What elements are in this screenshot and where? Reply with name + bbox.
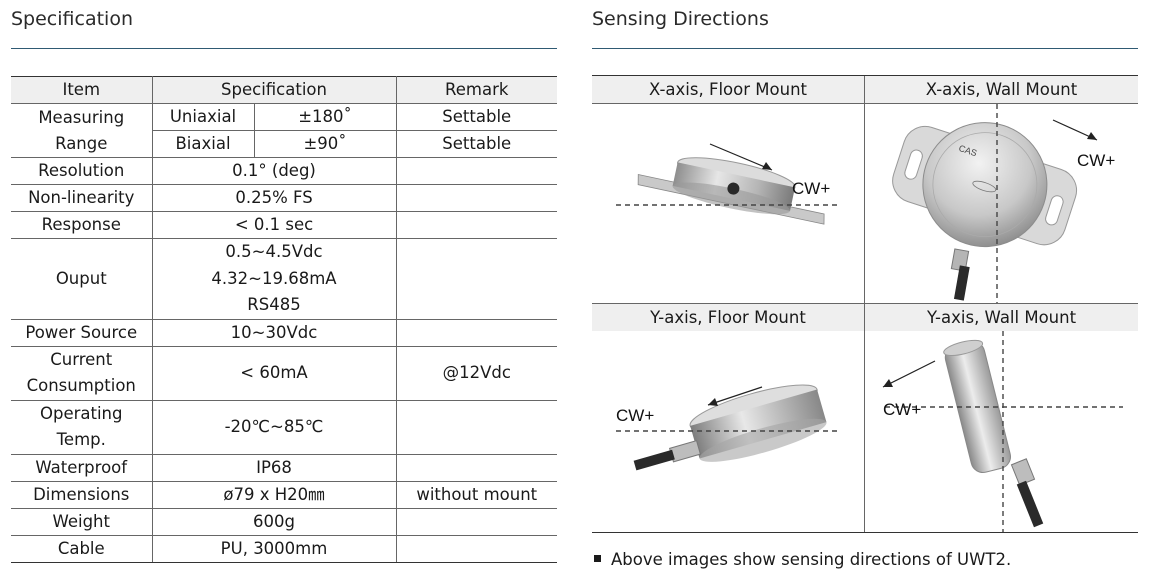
row-item: Cable <box>11 534 153 563</box>
row-item: Current Consumption <box>11 345 153 401</box>
row-spec: PU, 3000mm <box>151 534 397 563</box>
sensing-grid: X-axis, Floor Mount <box>592 75 1138 533</box>
item-line: Consumption <box>26 376 136 395</box>
row-spec: ø79 x H20㎜ <box>151 480 397 509</box>
row-item: Power Source <box>11 318 153 347</box>
row-spec: < 0.1 sec <box>151 211 397 239</box>
grid-vertical-divider <box>864 76 865 532</box>
biaxial-value: ±90˚ <box>253 130 397 158</box>
item-line: Operating <box>40 404 123 423</box>
table-row: Waterproof IP68 <box>11 453 557 482</box>
uniaxial-value: ±180˚ <box>253 103 397 131</box>
row-item: Resolution <box>11 157 153 185</box>
table-header-row: Item Specification Remark <box>11 76 557 104</box>
row-remark <box>395 534 557 563</box>
table-row: Power Source 10~30Vdc <box>11 318 557 347</box>
item-line: Temp. <box>56 430 106 449</box>
table-row: Operating Temp. -20℃~85℃ <box>11 399 557 455</box>
table-row: Measuring Range Uniaxial ±180˚ Settable <box>11 103 557 158</box>
row-spec: -20℃~85℃ <box>151 399 397 455</box>
row-item: Response <box>11 211 153 239</box>
row-remark <box>395 453 557 482</box>
sensing-note: Above images show sensing directions of … <box>594 550 1011 569</box>
item-line: Current <box>50 350 113 369</box>
spec-title: Specification <box>11 8 133 30</box>
grid-divider <box>592 303 1138 304</box>
row-remark <box>395 399 557 455</box>
row-item: Non-linearity <box>11 184 153 212</box>
table-row: Ouput 0.5~4.5Vdc 4.32~19.68mA RS485 <box>11 238 557 320</box>
note-text: Above images show sensing directions of … <box>611 550 1012 569</box>
x-floor-illustration: CW+ <box>592 104 864 303</box>
panel-label: Y-axis, Wall Mount <box>865 304 1138 331</box>
sensing-title: Sensing Directions <box>592 8 769 30</box>
row-item: Waterproof <box>11 453 153 482</box>
header-remark: Remark <box>395 76 557 104</box>
cw-label: CW+ <box>883 400 921 419</box>
output-line: 4.32~19.68mA <box>211 268 337 288</box>
panel-y-floor: Y-axis, Floor Mount <box>592 304 864 532</box>
row-spec: 10~30Vdc <box>151 318 397 347</box>
table-row: Weight 600g <box>11 507 557 536</box>
output-line: 0.5~4.5Vdc <box>225 242 323 261</box>
output-line: RS485 <box>247 295 301 314</box>
row-remark <box>395 318 557 347</box>
uniaxial-label: Uniaxial <box>151 103 255 131</box>
row-remark <box>395 157 557 185</box>
row-remark <box>395 211 557 239</box>
panel-label: X-axis, Floor Mount <box>592 76 864 103</box>
row-remark <box>395 238 557 320</box>
grid-divider <box>592 103 1138 104</box>
table-row: Resolution 0.1° (deg) <box>11 157 557 185</box>
row-remark: without mount <box>395 480 557 509</box>
spec-title-rule <box>11 48 557 49</box>
panel-x-wall: X-axis, Wall Mount CAS <box>865 76 1138 303</box>
table-row: Response < 0.1 sec <box>11 211 557 239</box>
output-spec: 0.5~4.5Vdc 4.32~19.68mA RS485 <box>151 238 397 320</box>
y-wall-illustration: CW+ <box>865 331 1138 532</box>
table-row: Current Consumption < 60mA @12Vdc <box>11 345 557 401</box>
header-specification: Specification <box>151 76 397 104</box>
row-spec: < 60mA <box>151 345 397 401</box>
uniaxial-remark: Settable <box>395 103 557 131</box>
row-spec: 0.1° (deg) <box>151 157 397 185</box>
row-remark <box>395 184 557 212</box>
panel-label: X-axis, Wall Mount <box>865 76 1138 103</box>
cw-label: CW+ <box>792 179 830 198</box>
panel-label: Y-axis, Floor Mount <box>592 304 864 331</box>
table-row: Cable PU, 3000mm <box>11 534 557 563</box>
table-row: Non-linearity 0.25% FS <box>11 184 557 212</box>
biaxial-remark: Settable <box>395 130 557 158</box>
cw-label: CW+ <box>1077 151 1115 170</box>
row-remark <box>395 507 557 536</box>
row-remark: @12Vdc <box>395 345 557 401</box>
header-item: Item <box>11 76 153 104</box>
y-floor-illustration: CW+ <box>592 331 864 532</box>
x-wall-illustration: CAS CW+ <box>865 104 1138 303</box>
sensing-title-rule <box>592 48 1138 49</box>
row-spec: IP68 <box>151 453 397 482</box>
panel-x-floor: X-axis, Floor Mount <box>592 76 864 303</box>
row-spec: 0.25% FS <box>151 184 397 212</box>
cw-label: CW+ <box>616 406 654 425</box>
biaxial-label: Biaxial <box>152 130 255 158</box>
spec-table: Item Specification Remark Measuring Rang… <box>11 76 557 563</box>
row-item: Weight <box>11 507 153 536</box>
row-spec: 600g <box>151 507 397 536</box>
bullet-icon <box>594 555 601 562</box>
table-row: Biaxial ±90˚ Settable <box>11 130 557 158</box>
row-item: Dimensions <box>11 480 153 509</box>
measuring-range-label: Measuring Range <box>11 103 153 158</box>
panel-y-wall: Y-axis, Wall Mount C <box>865 304 1138 532</box>
table-row: Dimensions ø79 x H20㎜ without mount <box>11 480 557 509</box>
row-item: Ouput <box>11 238 153 320</box>
row-item: Operating Temp. <box>11 399 153 455</box>
